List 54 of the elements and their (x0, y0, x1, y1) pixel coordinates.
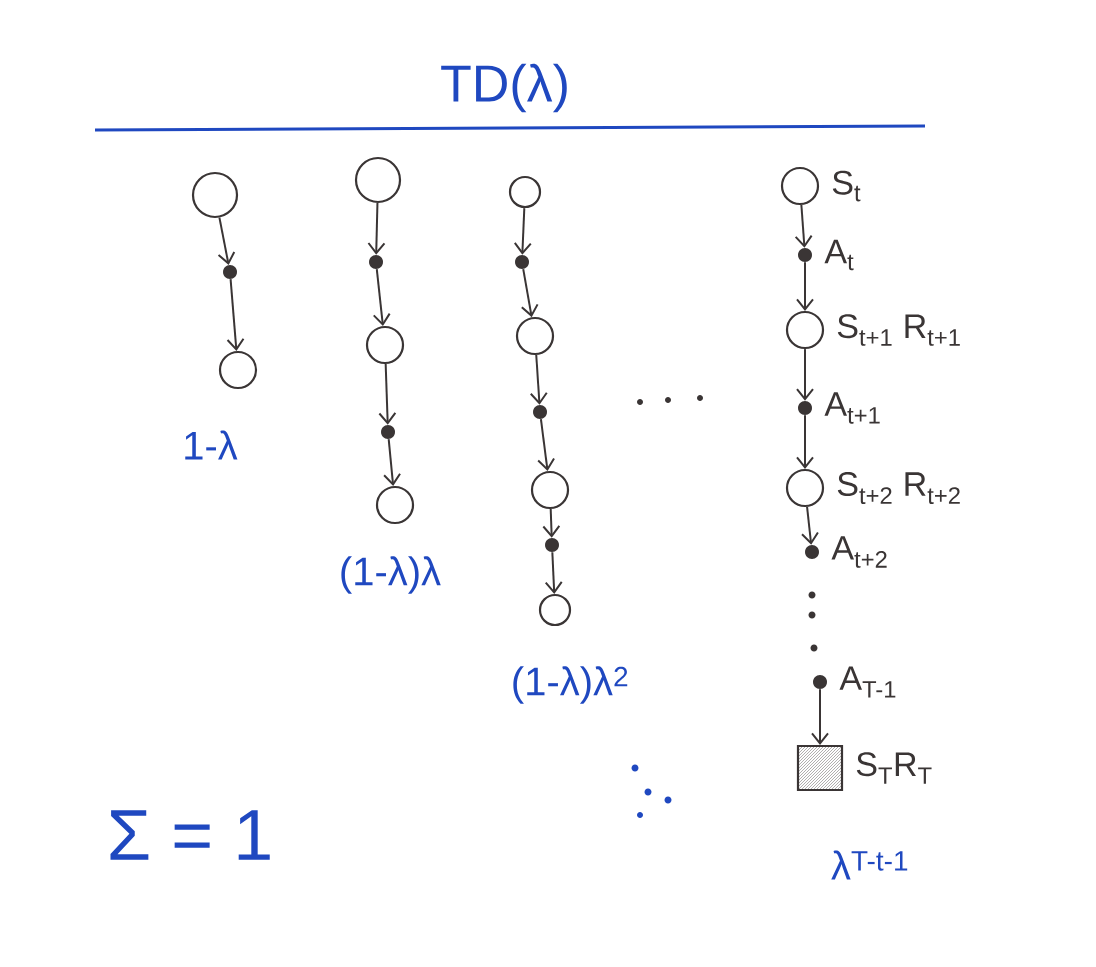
arrow (794, 204, 813, 248)
action-dot (381, 425, 395, 439)
action-dot (369, 255, 383, 269)
arrow (520, 268, 539, 318)
state-circle (785, 310, 825, 350)
state-circle (538, 593, 572, 627)
action-dot (515, 255, 529, 269)
arrow (537, 418, 556, 472)
action-dot (798, 401, 812, 415)
state-circle (191, 171, 239, 219)
state-circle (365, 325, 405, 365)
arrow (513, 207, 532, 255)
state-circle (508, 175, 542, 209)
action-dot (798, 248, 812, 262)
state-label: A$_{t+1}$ (824, 392, 880, 424)
state-circle (515, 316, 555, 356)
weight-label: λ$^{T-t-1}$ (831, 850, 908, 880)
state-circle (218, 350, 258, 390)
action-dot (545, 538, 559, 552)
terminal-box (796, 744, 844, 792)
arrow (796, 261, 814, 311)
arrow (529, 354, 548, 405)
weight-label: 1-λ (185, 430, 238, 460)
state-label: S$_{t+2}$ R$_{t+2}$ (837, 472, 960, 504)
state-label: S$_{t}$ (832, 170, 861, 202)
arrow (367, 202, 386, 255)
weight-label: (1-λ)λ$^{2}$ (513, 666, 628, 704)
state-label: A$_{T-1}$ (839, 666, 896, 698)
action-dot (223, 265, 237, 279)
state-label: A$_{t}$ (824, 239, 854, 271)
title: TD(λ) (441, 63, 567, 113)
action-dot (813, 675, 827, 689)
arrow (796, 348, 814, 401)
state-circle (785, 468, 825, 508)
state-label: S$_{T}$R$_{T}$ (856, 752, 932, 784)
arrow (811, 688, 829, 745)
arrow (372, 268, 391, 326)
state-label: A$_{t+2}$ (831, 536, 887, 568)
arrow (796, 414, 814, 469)
arrow (542, 508, 561, 538)
state-label: S$_{t+1}$ R$_{t+1}$ (837, 314, 960, 346)
arrow (383, 438, 402, 486)
weight-label: Σ = 1 (110, 810, 270, 860)
arrow (801, 506, 819, 545)
arrow (378, 363, 397, 425)
state-circle (354, 156, 402, 204)
state-circle (780, 166, 820, 206)
action-dot (805, 545, 819, 559)
arrow (217, 216, 236, 265)
state-circle (530, 470, 570, 510)
weight-label: (1-λ)λ (341, 556, 441, 594)
state-circle (375, 485, 415, 525)
arrow (544, 551, 563, 594)
arrow (226, 278, 245, 351)
